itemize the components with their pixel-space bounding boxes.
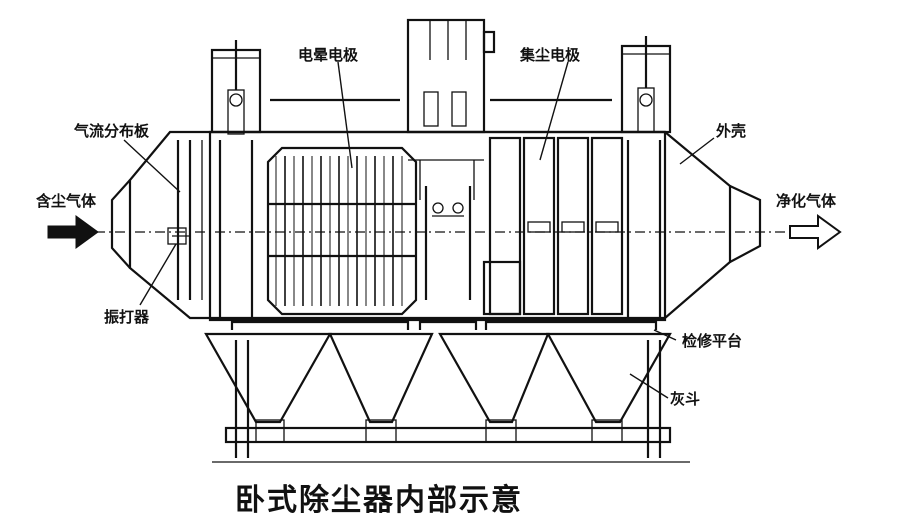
label-service-platform: 检修平台 [682,332,742,350]
inlet-arrow-icon [47,215,99,249]
label-gas-distribution-plate: 气流分布板 [73,122,150,140]
middle-rapping-mechanism [424,186,472,300]
service-platforms [230,320,658,330]
collecting-electrode-plates [482,136,624,316]
label-shell: 外壳 [715,122,746,140]
left-column [210,40,262,318]
diagram-title: 卧式除尘器内部示意 [235,483,523,518]
insulator-box [406,18,496,200]
hoppers [204,332,672,424]
label-hopper: 灰斗 [670,390,700,408]
base-frame [212,340,690,463]
right-column [620,36,672,318]
label-collecting-electrode: 集尘电极 [519,46,581,64]
label-outlet-gas: 净化气体 [776,192,837,210]
outlet-arrow-icon [789,214,842,250]
gas-distribution-plate [167,140,203,300]
corona-electrode-frame [266,146,418,316]
label-inlet-gas: 含尘气体 [36,192,97,210]
label-corona-electrode: 电晕电极 [298,46,359,64]
label-rapper: 振打器 [104,308,150,326]
leader-lines [123,61,715,399]
